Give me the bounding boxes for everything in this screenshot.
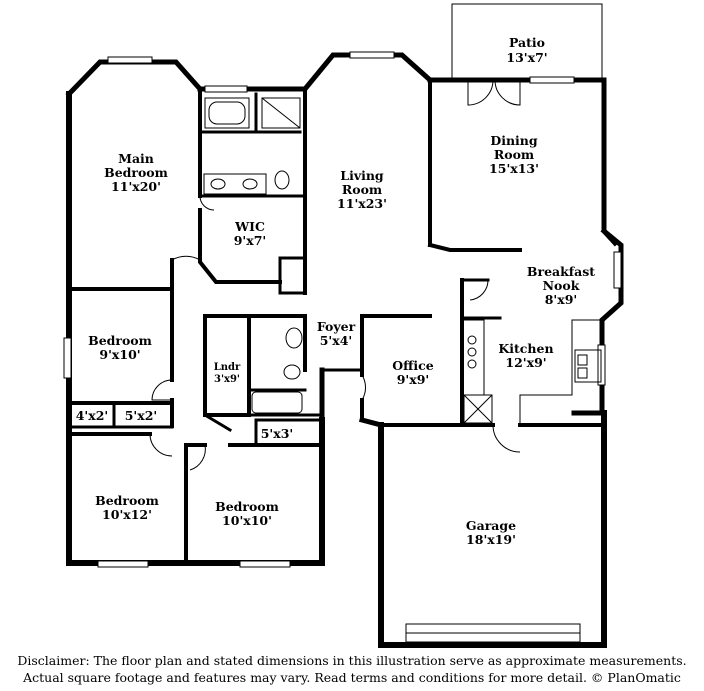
dining-label: Dining [490,133,538,148]
patio-label: Patio [509,35,545,50]
foyer-dim: 5'x4' [320,333,353,348]
office-label: Office [392,358,434,373]
floor-plan: Patio 13'x7' Dining Room 15'x13' Main Be… [63,3,624,648]
bedroom-3-dim: 10'x12' [102,507,152,522]
breakfast-label-2: Nook [543,278,580,293]
bedroom-2-label: Bedroom [88,333,152,348]
closet-b-dim: 5'x2' [125,408,158,423]
bedroom-3-label: Bedroom [95,493,159,508]
dining-dim: 15'x13' [489,161,539,176]
disclaimer: Disclaimer: The floor plan and stated di… [0,652,704,686]
garage-dim: 18'x19' [466,532,516,547]
laundry-label: Lndr [214,362,241,373]
main-bedroom-label: Main [118,151,154,166]
garage-label: Garage [466,518,516,533]
living-label: Living [340,168,384,183]
living-dim: 11'x23' [337,196,387,211]
wic-label: WIC [234,219,265,234]
closet-c-dim: 5'x3' [261,426,294,441]
living-label-2: Room [342,182,382,197]
dining-label-2: Room [494,147,534,162]
closet-a-dim: 4'x2' [76,408,109,423]
bedroom-2-dim: 9'x10' [99,347,140,362]
main-bedroom-dim: 11'x20' [111,179,161,194]
kitchen-dim: 12'x9' [505,355,546,370]
kitchen-label: Kitchen [498,341,553,356]
bedroom-4-label: Bedroom [215,499,279,514]
breakfast-dim: 8'x9' [545,292,578,307]
laundry-dim: 3'x9' [214,374,240,385]
breakfast-label: Breakfast [527,264,595,279]
room-labels: Patio 13'x7' Dining Room 15'x13' Main Be… [76,35,596,547]
fixtures [203,97,602,414]
patio-dim: 13'x7' [506,50,547,65]
interior-walls [67,78,606,565]
wic-dim: 9'x7' [234,233,267,248]
bedroom-4-dim: 10'x10' [222,513,272,528]
office-dim: 9'x9' [397,372,430,387]
doors [149,79,521,471]
disclaimer-line-1: Disclaimer: The floor plan and stated di… [17,653,687,668]
main-bedroom-label-2: Bedroom [104,165,168,180]
disclaimer-line-2: Actual square footage and features may v… [23,670,681,685]
foyer-label: Foyer [317,319,356,334]
